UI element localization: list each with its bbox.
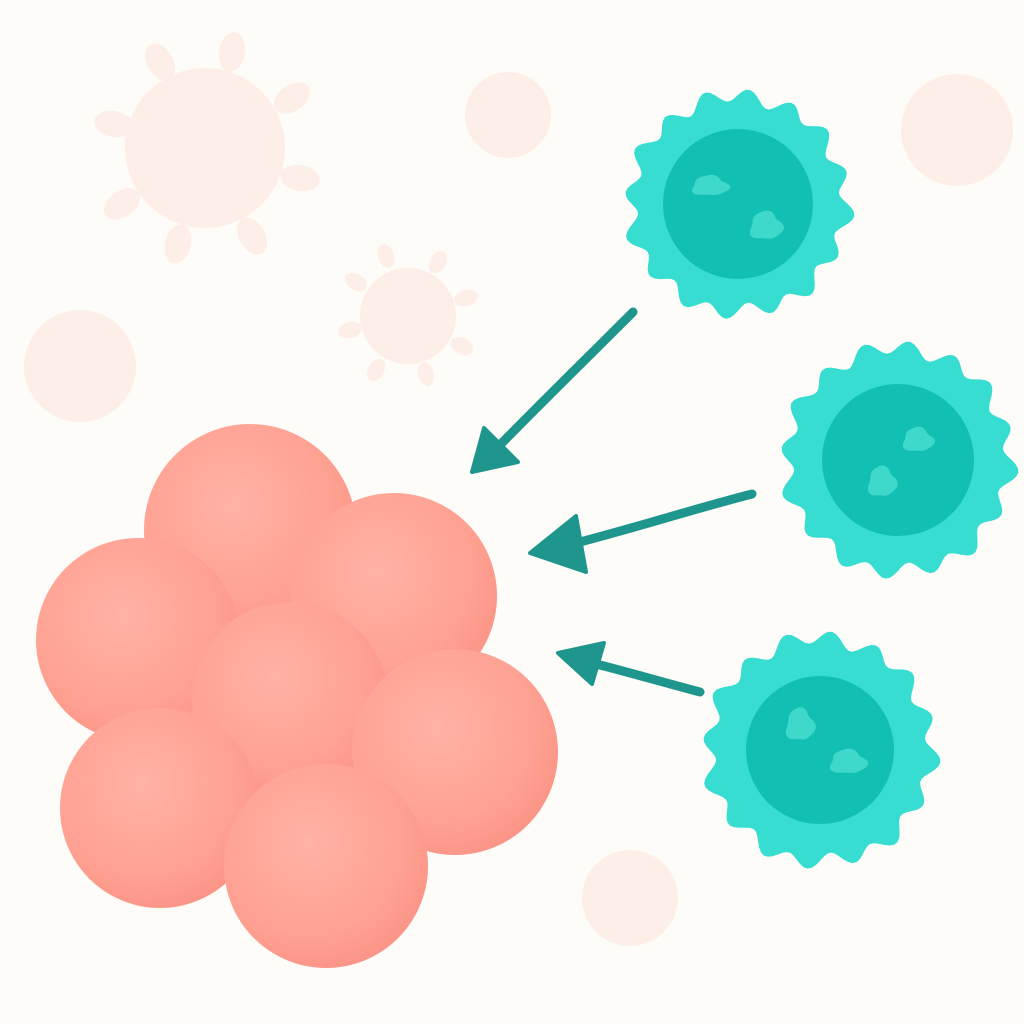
faded-particle	[465, 72, 551, 158]
immune-cell-nucleus-lobe	[902, 426, 935, 451]
immune-cell-nucleus-lobe	[867, 465, 898, 496]
virus-particle-large-icon	[94, 32, 320, 264]
immune-cell-nucleus-lobe	[829, 748, 869, 773]
background-particles	[24, 32, 1013, 946]
immune-cell-icon	[703, 631, 941, 869]
immune-cell-icon	[781, 341, 1019, 579]
tumor-cell	[224, 764, 428, 968]
immune-cell-nucleus-lobe	[691, 174, 731, 196]
tumor-cell	[36, 538, 240, 742]
immune-cell-nucleus	[746, 676, 894, 824]
faded-particle	[901, 74, 1013, 186]
immune-cells	[625, 89, 1019, 869]
faded-particle	[24, 310, 136, 422]
immune-cell-nucleus-lobe	[749, 210, 784, 239]
immune-cell-icon	[625, 89, 855, 319]
attack-arrow-icon	[470, 307, 638, 474]
virus-particle-small-icon	[338, 244, 478, 386]
tumor-cell	[60, 708, 260, 908]
attack-arrow-icon	[556, 641, 705, 697]
immune-cell-nucleus-lobe	[785, 707, 816, 740]
immune-cell-nucleus	[822, 384, 974, 536]
attack-arrows	[470, 307, 757, 697]
attack-arrow-icon	[528, 489, 757, 574]
faded-particle	[582, 850, 678, 946]
tumor-cell	[192, 602, 388, 798]
tumor-cell-cluster	[36, 424, 558, 968]
immune-cell-nucleus	[663, 129, 813, 279]
